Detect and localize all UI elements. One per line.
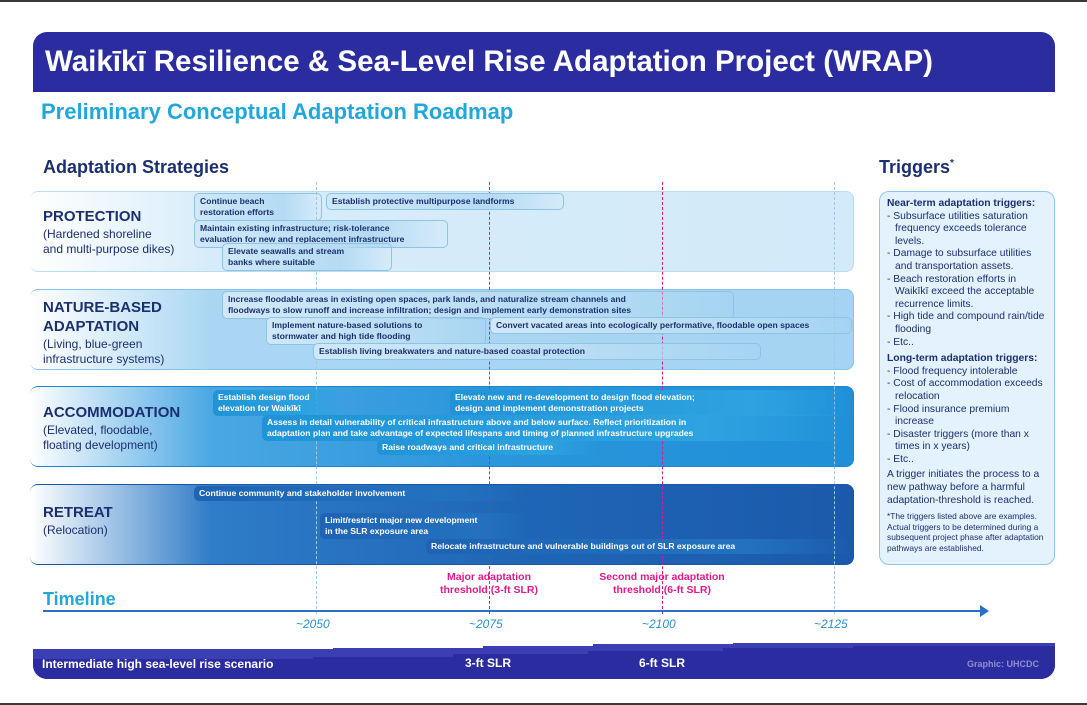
action-raise-roadways: Raise roadways and critical infrastructu… (377, 440, 597, 455)
tick-2075: ~2075 (469, 617, 503, 631)
list-item: - Disaster triggers (more than x times i… (887, 428, 1029, 453)
category-title: NATURE-BASED ADAPTATION (43, 299, 162, 335)
slr-6ft-label: 6-ft SLR (639, 656, 685, 670)
slr-3ft-label: 3-ft SLR (465, 656, 511, 670)
page-subtitle: Preliminary Conceptual Adaptation Roadma… (41, 99, 514, 124)
category-nature-based: NATURE-BASED ADAPTATION (Living, blue-gr… (43, 298, 164, 367)
threshold-label-3ft: Major adaptation threshold (3-ft SLR) (440, 571, 538, 596)
list-item: - Etc.. (887, 336, 914, 348)
list-item: - Flood insurance premium increase (887, 403, 1010, 428)
list-item: - Beach restoration efforts in Waikīkī e… (887, 273, 1035, 310)
category-subtitle: (Elevated, floodable, floating developme… (43, 423, 158, 452)
graphic-credit: Graphic: UHCDC (967, 659, 1040, 669)
list-item: - High tide and compound rain/tide flood… (887, 311, 1045, 335)
tick-2050: ~2050 (296, 617, 330, 631)
long-term-heading: Long-term adaptation triggers: (887, 353, 1038, 365)
category-accommodation: ACCOMMODATION (Elevated, floodable, floa… (43, 403, 180, 453)
action-relocate-infrastructure: Relocate infrastructure and vulnerable b… (426, 539, 854, 554)
action-increase-floodable-areas: Increase floodable areas in existing ope… (222, 291, 734, 319)
threshold-label-6ft: Second major adaptation threshold (6-ft … (599, 571, 725, 596)
near-term-list: - Subsurface utilities saturation freque… (887, 211, 1047, 350)
category-subtitle: (Hardened shoreline and multi-purpose di… (43, 227, 175, 256)
trigger-footnote: *The triggers listed above are examples.… (887, 511, 1044, 553)
slr-step-graphic (33, 643, 1055, 679)
action-elevate-seawalls: Elevate seawalls and stream banks where … (222, 243, 392, 271)
bottom-border (0, 703, 1087, 705)
list-item: - Flood frequency intolerable (887, 365, 1018, 377)
category-title: RETREAT (43, 504, 113, 521)
near-term-heading: Near-term adaptation triggers: (887, 198, 1036, 209)
category-retreat: RETREAT (Relocation) (43, 503, 113, 538)
triggers-panel: Near-term adaptation triggers: - Subsurf… (879, 191, 1055, 565)
action-living-breakwaters: Establish living breakwaters and nature-… (313, 343, 761, 360)
slr-scenario-band: Intermediate high sea-level rise scenari… (33, 643, 1055, 679)
category-title: PROTECTION (43, 208, 142, 225)
action-convert-vacated-areas: Convert vacated areas into ecologically … (490, 317, 852, 334)
list-item: - Damage to subsurface utilities and tra… (887, 248, 1032, 272)
long-term-list: - Flood frequency intolerable - Cost of … (887, 366, 1047, 467)
scenario-label: Intermediate high sea-level rise scenari… (42, 657, 274, 671)
timeline-axis (43, 610, 983, 612)
triggers-asterisk: * (950, 158, 954, 169)
action-nature-based-stormwater: Implement nature-based solutions to stor… (266, 317, 486, 345)
triggers-heading-text: Triggers (879, 157, 951, 177)
action-design-flood-elevation: Establish design flood elevation for Wai… (213, 390, 343, 416)
action-protective-landforms: Establish protective multipurpose landfo… (326, 193, 564, 210)
tick-2100: ~2100 (642, 617, 676, 631)
timeline-label: Timeline (43, 589, 116, 609)
title-banner: Waikīkī Resilience & Sea-Level Rise Adap… (33, 32, 1055, 92)
triggers-heading: Triggers* (879, 157, 954, 178)
trigger-definition: A trigger initiates the process to a new… (887, 469, 1040, 506)
strategies-heading: Adaptation Strategies (43, 157, 230, 177)
category-title: ACCOMMODATION (43, 404, 181, 421)
category-subtitle: (Living, blue-green infrastructure syste… (43, 337, 165, 366)
action-elevate-redevelopment: Elevate new and re-development to design… (450, 390, 854, 416)
category-subtitle: (Relocation) (43, 523, 108, 537)
category-protection: PROTECTION (Hardened shoreline and multi… (43, 207, 174, 257)
top-border (0, 0, 1087, 2)
action-beach-restoration: Continue beach restoration efforts (194, 193, 322, 221)
action-limit-development: Limit/restrict major new development in … (320, 513, 530, 539)
list-item: - Cost of accommodation exceeds relocati… (887, 378, 1043, 402)
action-community-involvement: Continue community and stakeholder invol… (194, 486, 524, 501)
list-item: - Etc.. (887, 453, 914, 465)
list-item: - Subsurface utilities saturation freque… (887, 210, 1028, 247)
action-assess-vulnerability: Assess in detail vulnerability of critic… (262, 415, 854, 441)
timeline-arrow-icon (980, 605, 989, 617)
tick-2125: ~2125 (814, 617, 848, 631)
page-title: Waikīkī Resilience & Sea-Level Rise Adap… (45, 45, 933, 78)
